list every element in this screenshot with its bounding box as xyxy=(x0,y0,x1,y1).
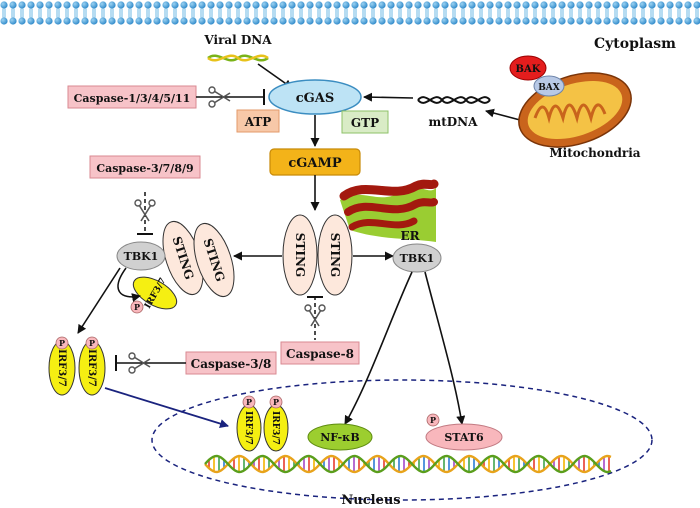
mitochondria-arrow xyxy=(485,108,521,121)
tbk1-node-right xyxy=(392,243,442,273)
phospho-label: P xyxy=(134,302,140,312)
irf-node-complex xyxy=(132,276,178,310)
phospho-badge xyxy=(269,395,283,409)
irf-label-nucleus-2: IRF3/7 xyxy=(270,411,280,445)
phospho-label: P xyxy=(430,415,436,425)
bak-node xyxy=(509,55,547,81)
cgas-node xyxy=(268,79,362,115)
er-label: ER xyxy=(400,229,420,243)
scissors-icon xyxy=(304,304,326,327)
phospho-label: P xyxy=(273,397,279,407)
cytoplasm-label: Cytoplasm xyxy=(594,36,676,52)
irf-label-left-2: IRF3/7 xyxy=(86,349,97,387)
phospho-badge xyxy=(85,336,99,350)
caspase-3-7-8-9-label: Caspase-3/7/8/9 xyxy=(96,162,193,175)
phospho-label: P xyxy=(246,397,252,407)
nfkb-node xyxy=(307,423,373,451)
bak-label: BAK xyxy=(516,64,541,75)
scissors-icon xyxy=(128,352,151,374)
irf-label-nucleus-1: IRF3/7 xyxy=(243,411,253,445)
irf-translocation-arrow xyxy=(104,387,229,428)
caspase-3-8-label: Caspase-3/8 xyxy=(191,357,272,371)
sting-node-center-1 xyxy=(282,214,318,296)
phospho-label: P xyxy=(89,338,95,348)
caspase-8-label: Caspase-8 xyxy=(286,347,354,361)
caspase-1-3-4-5-11-label: Caspase-1/3/4/5/11 xyxy=(74,92,191,105)
stat6-label: STAT6 xyxy=(444,431,484,444)
tbk1-node-left xyxy=(116,241,166,271)
sting-label-center-2: STING xyxy=(328,233,342,277)
tbk1-label-right: TBK1 xyxy=(400,252,435,265)
phospho-badge xyxy=(242,395,256,409)
tbk1-to-nfkb-arrow xyxy=(344,271,413,425)
viral-dna-icon xyxy=(207,54,269,62)
gtp-box xyxy=(341,110,389,134)
tbk1-phosphorylation-arrow xyxy=(117,267,141,302)
phospho-badge xyxy=(426,413,440,427)
caspase-3-7-8-9-box xyxy=(89,155,201,179)
scissors-icon xyxy=(134,199,156,222)
phospho-badge xyxy=(55,336,69,350)
viral-dna-label: Viral DNA xyxy=(203,33,272,47)
er-icon xyxy=(339,179,439,242)
caspase-8-box xyxy=(280,341,360,365)
complex-to-irf-arrow xyxy=(77,267,121,334)
tbk1-label-left: TBK1 xyxy=(124,250,159,263)
plasma-membrane xyxy=(0,1,700,25)
tbk1-to-stat6-arrow xyxy=(424,271,466,425)
scissors-icon xyxy=(208,86,231,108)
bax-label: BAX xyxy=(538,83,560,93)
gtp-label: GTP xyxy=(351,116,379,130)
mitochondria-label: Mitochondria xyxy=(549,146,640,160)
atp-box xyxy=(236,109,280,133)
mtdna-label: mtDNA xyxy=(429,115,479,129)
atp-label: ATP xyxy=(244,115,272,129)
nucleus-label: Nucleus xyxy=(341,493,400,508)
irf-label-left-1: IRF3/7 xyxy=(56,349,67,387)
sting-label-center-1: STING xyxy=(293,233,307,277)
mtdna-icon xyxy=(417,96,491,104)
cgas-label: cGAS xyxy=(296,91,335,106)
bax-node xyxy=(533,75,565,97)
mtdna-arrow xyxy=(363,92,414,102)
chromosomal-dna-icon xyxy=(204,454,612,474)
stat6-node xyxy=(425,423,503,451)
nfkb-label: NF-κB xyxy=(320,431,359,444)
sting-node-left-2 xyxy=(193,222,235,298)
nucleus-membrane xyxy=(151,379,653,501)
sting-node-center-2 xyxy=(317,214,353,296)
cgamp-label: cGAMP xyxy=(288,156,341,171)
phospho-label: P xyxy=(59,338,65,348)
